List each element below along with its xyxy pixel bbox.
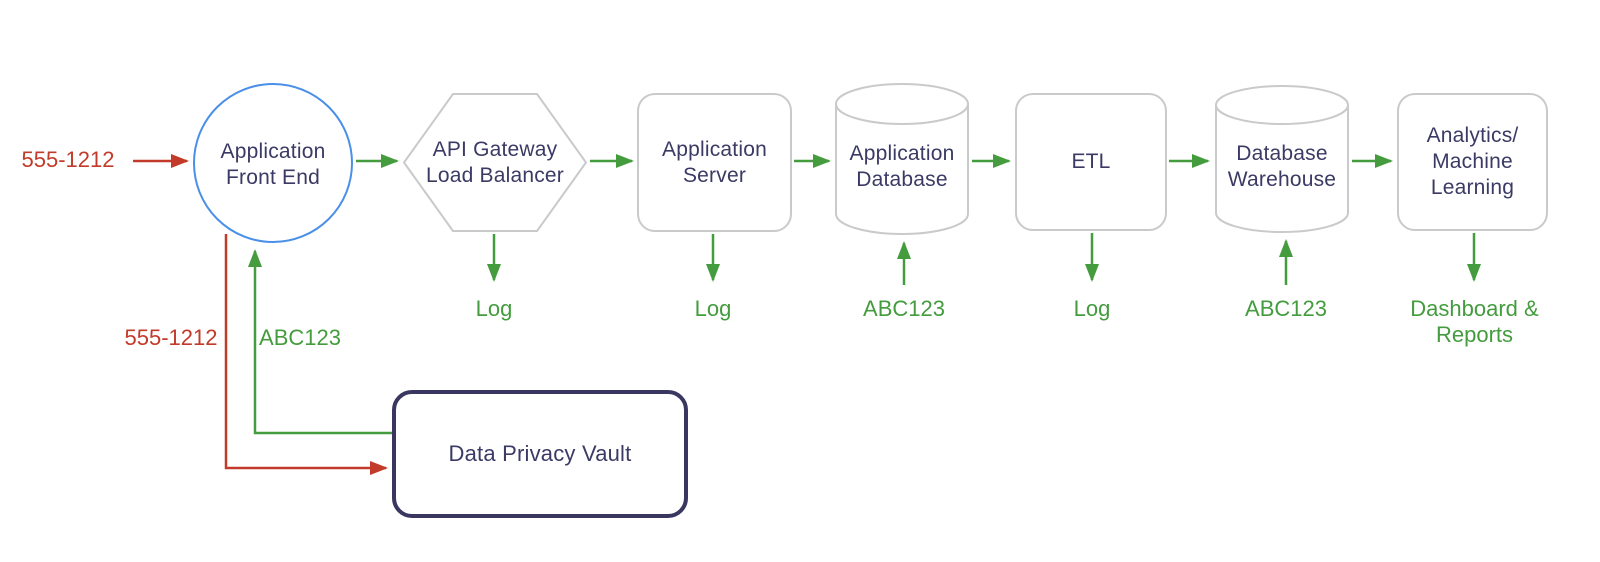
node-label: Application Database <box>849 142 955 191</box>
node-api-gateway-load-balancer: API Gateway Load Balancer <box>402 92 588 233</box>
label-warehouse-token: ABC123 <box>1245 296 1327 321</box>
node-database-warehouse: Database Warehouse <box>1214 84 1350 234</box>
node-label: ETL <box>1071 150 1111 173</box>
node-analytics-machine-learning: Analytics/ Machine Learning <box>1397 93 1548 231</box>
node-label: Analytics/ Machine Learning <box>1426 124 1519 199</box>
node-label: API Gateway Load Balancer <box>425 137 565 187</box>
cylinder-shape <box>1215 85 1349 233</box>
node-application-server: Application Server <box>637 93 792 232</box>
arrow-front-end-to-vault <box>224 234 388 475</box>
label-server-log: Log <box>694 296 732 321</box>
label-etl-log: Log <box>1073 296 1111 321</box>
label-gateway-log: Log <box>475 296 513 321</box>
node-label: Application Front End <box>220 140 326 189</box>
cylinder-shape <box>835 83 969 235</box>
hexagon-shape <box>403 93 587 232</box>
node-label: Database Warehouse <box>1227 142 1337 191</box>
label-analytics-output: Dashboard & Reports <box>1410 296 1539 347</box>
label-sensitive-input: 555-1212 <box>21 147 115 172</box>
label-vault-request: 555-1212 <box>124 325 218 350</box>
node-etl: ETL <box>1015 93 1167 231</box>
node-application-front-end: Application Front End <box>193 83 353 243</box>
node-label: Data Privacy Vault <box>448 441 632 466</box>
node-data-privacy-vault: Data Privacy Vault <box>392 390 688 518</box>
label-database-token: ABC123 <box>863 296 945 321</box>
node-application-database: Application Database <box>834 82 970 236</box>
node-label: Application Server <box>662 137 767 187</box>
label-vault-response: ABC123 <box>259 325 341 350</box>
